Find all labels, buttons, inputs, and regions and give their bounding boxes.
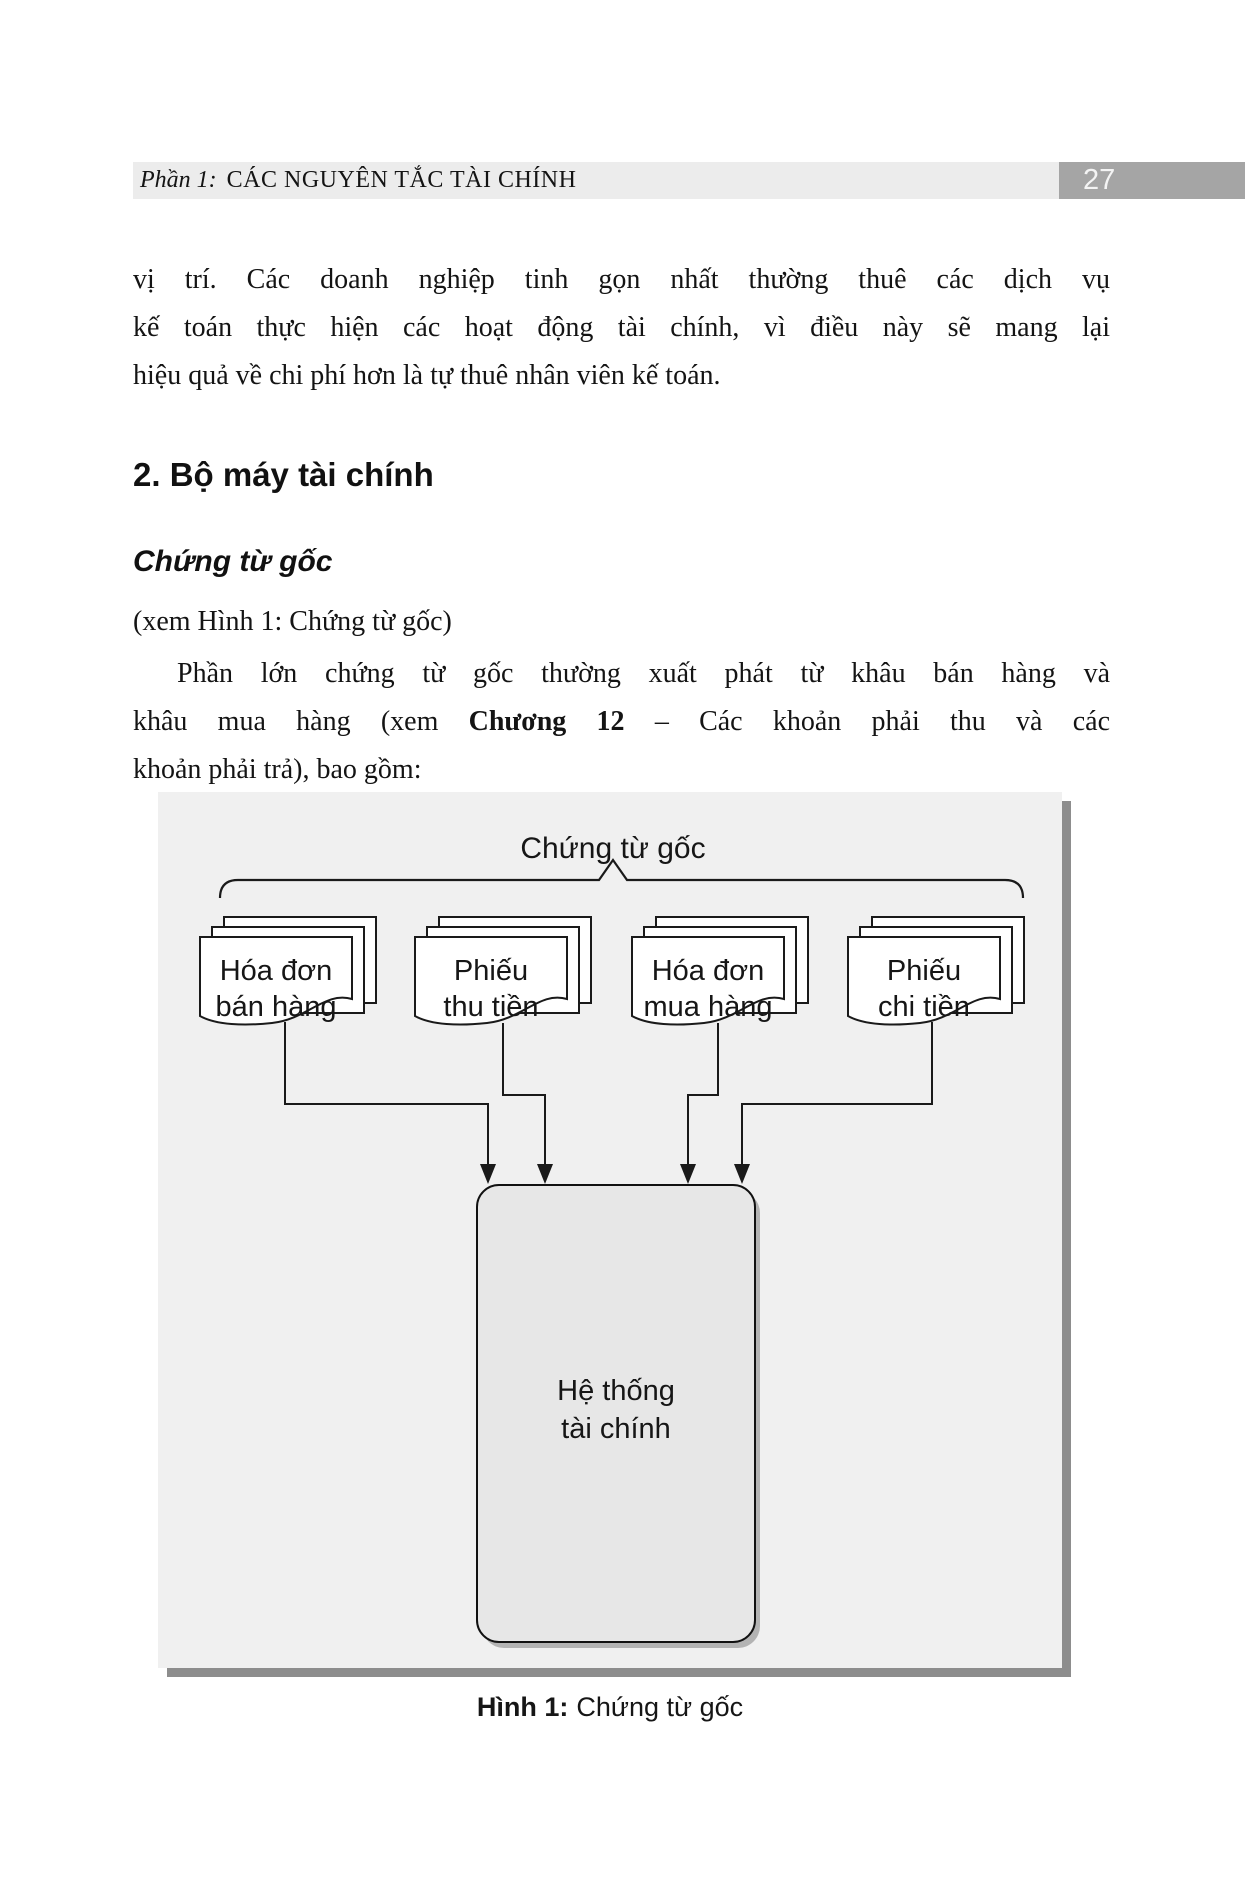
figure-1-source-documents: Chứng từ gốc Hóa đơn bán hàng Phiếu thu …: [158, 792, 1062, 1668]
group-brace: [218, 858, 1025, 899]
subsection-heading: Chứng từ gốc: [133, 545, 333, 578]
document-label-line1: Phiếu: [887, 955, 961, 987]
page-number-box: 27: [1059, 162, 1245, 199]
document-label-line1: Phiếu: [454, 955, 528, 987]
paragraph-2-line-2-post: – Các khoản phải thu và các: [624, 706, 1111, 737]
paragraph-2-line-3: khoản phải trả), bao gồm:: [133, 754, 422, 785]
chapter-reference: Chương 12: [468, 706, 625, 737]
figure-reference: (xem Hình 1: Chứng từ gốc): [133, 606, 452, 637]
paragraph-2-line-1: Phần lớn chứng từ gốc thường xuất phát t…: [177, 658, 1110, 689]
figure-caption-label: Hình 1:: [476, 1692, 569, 1722]
financial-system-box: Hệ thống tài chính: [476, 1184, 760, 1648]
arrowhead-icon: [480, 1164, 496, 1184]
part-label: Phần 1:: [140, 167, 217, 193]
connector-receipt-voucher: [502, 1023, 546, 1166]
paragraph-2: Phần lớn chứng từ gốc thường xuất phát t…: [133, 650, 1110, 794]
section-heading: 2. Bộ máy tài chính: [133, 456, 434, 493]
running-header: Phần 1: CÁC NGUYÊN TẮC TÀI CHÍNH 27: [133, 162, 1245, 199]
arrowhead-icon: [734, 1164, 750, 1184]
arrowhead-icon: [537, 1164, 553, 1184]
document-shape: [631, 936, 785, 1026]
system-box-label-line2: tài chính: [561, 1413, 671, 1445]
connector-purchase-invoice: [687, 1023, 719, 1166]
header-band-left: Phần 1: CÁC NGUYÊN TẮC TÀI CHÍNH: [133, 162, 1059, 199]
paragraph-1: vị trí. Các doanh nghiệp tinh gọn nhất t…: [133, 256, 1110, 400]
document-shape: [199, 936, 353, 1026]
connector-payment-voucher: [741, 1022, 933, 1166]
figure-diagram: Chứng từ gốc Hóa đơn bán hàng Phiếu thu …: [199, 832, 1025, 1648]
system-box-label-line1: Hệ thống: [557, 1375, 675, 1407]
document-label-line1: Hóa đơn: [652, 955, 765, 987]
document-stack-payment-voucher: Phiếu chi tiền: [847, 916, 1025, 1026]
document-stack-sales-invoice: Hóa đơn bán hàng: [199, 916, 377, 1026]
paragraph-1-line-3: hiệu quả về chi phí hơn là tự thuê nhân …: [133, 360, 721, 391]
document-label-line2: thu tiền: [443, 991, 538, 1023]
document-stack-purchase-invoice: Hóa đơn mua hàng: [631, 916, 809, 1026]
figure-caption: Hình 1:Chứng từ gốc: [158, 1692, 1062, 1723]
part-title: CÁC NGUYÊN TẮC TÀI CHÍNH: [226, 167, 577, 193]
arrowhead-icon: [680, 1164, 696, 1184]
document-label-line1: Hóa đơn: [220, 955, 333, 987]
paragraph-1-line-2: kế toán thực hiện các hoạt động tài chín…: [133, 312, 1110, 343]
connector-sales-invoice: [284, 1022, 489, 1166]
paragraph-2-line-2-pre: khâu mua hàng (xem: [133, 706, 469, 737]
document-label-line2: bán hàng: [216, 991, 337, 1023]
document-shape: [414, 936, 568, 1026]
document-shape: [847, 936, 1001, 1026]
document-label-line2: mua hàng: [644, 991, 773, 1023]
figure-caption-text: Chứng từ gốc: [576, 1692, 744, 1722]
document-label-line2: chi tiền: [878, 991, 970, 1023]
paragraph-1-line-1: vị trí. Các doanh nghiệp tinh gọn nhất t…: [133, 264, 1110, 295]
document-stack-receipt-voucher: Phiếu thu tiền: [414, 916, 592, 1026]
page-number: 27: [1083, 164, 1116, 196]
paragraph-2-line-2: khâu mua hàng (xem Chương 12 – Các khoản…: [133, 698, 1110, 746]
